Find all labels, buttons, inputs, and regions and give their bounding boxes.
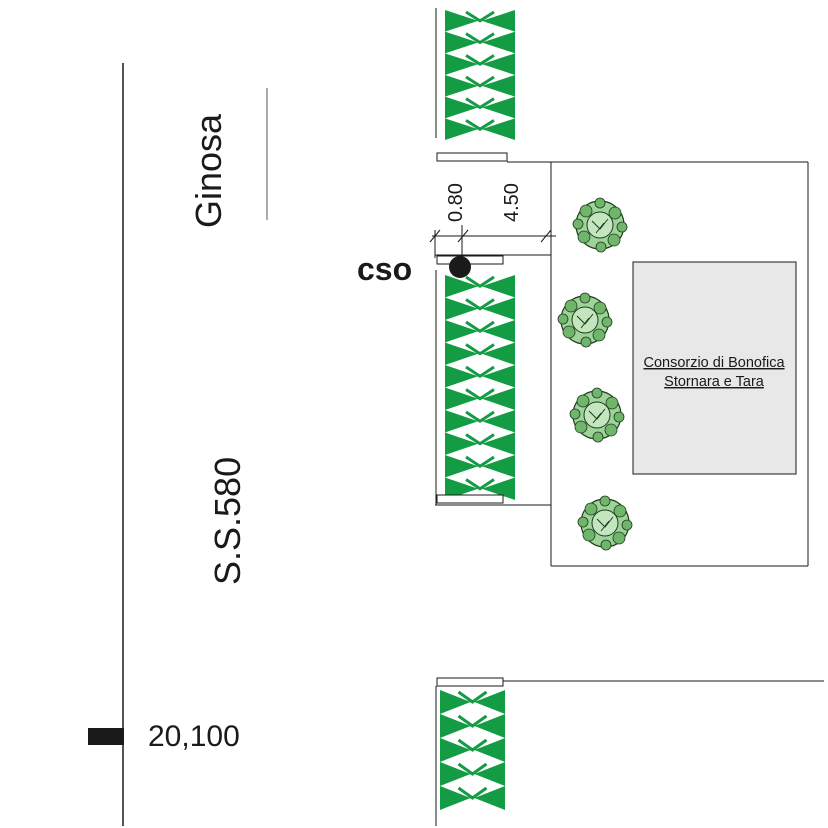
hedge-leaf	[482, 31, 515, 54]
hedge-middle	[435, 270, 515, 505]
hedge-leaf	[445, 365, 478, 388]
cso-label: cso	[357, 251, 412, 287]
hedge-leaf	[482, 455, 515, 478]
dimension-lines	[429, 225, 556, 258]
hedge-leaf	[482, 410, 515, 433]
dimension-label-0-80: 0.80	[445, 183, 467, 222]
hedge-leaf	[465, 10, 495, 23]
hedge-leaf	[445, 31, 478, 54]
hedge-leaf	[440, 762, 471, 786]
hedge-leaf	[482, 432, 515, 455]
hedge-leaf	[465, 343, 495, 356]
hedge-zigzag-icon	[445, 10, 515, 140]
hedge-leaf	[465, 298, 495, 311]
hedge-leaf	[465, 75, 495, 88]
hedge-leaf	[440, 738, 471, 762]
hedge-leaf	[482, 477, 515, 500]
hedge-leaf	[457, 738, 488, 752]
hedge-zigzag-icon	[445, 275, 515, 500]
hedge-leaf	[482, 10, 515, 32]
road-direction-label: Ginosa	[188, 113, 229, 228]
consorzio-building	[632, 261, 797, 475]
hedge-leaf	[482, 53, 515, 75]
building-label-line2: Stornara e Tara	[664, 374, 765, 390]
hedge-leaf	[445, 387, 478, 410]
hedge-leaf	[440, 690, 471, 714]
hedge-leaf	[465, 455, 495, 469]
hedge-leaf	[465, 478, 495, 491]
hedge-leaf	[457, 762, 488, 776]
building-label-line1: Consorzio di Bonofica	[643, 355, 785, 371]
hedge-leaf	[440, 786, 471, 810]
hedge-leaf	[445, 75, 478, 97]
hedge-zigzag-icon	[440, 690, 505, 810]
hedge-leaf	[482, 275, 515, 298]
hedge-leaf	[445, 410, 478, 433]
hedge-leaf	[482, 387, 515, 410]
km-marker-icon	[88, 728, 124, 745]
hedge-leaf	[445, 477, 478, 500]
hedge-leaf	[474, 714, 505, 738]
hedge-leaf	[445, 455, 478, 478]
hedge-leaf	[445, 320, 478, 343]
hedge-leaf	[474, 738, 505, 762]
property-boundary	[435, 161, 809, 567]
hedge-leaf	[445, 297, 478, 320]
hedge-leaf	[465, 97, 495, 110]
hedge-top	[435, 8, 515, 162]
km-marker-label: 20,100	[148, 720, 240, 753]
hedge-leaf	[445, 118, 478, 140]
tree-icon	[557, 292, 613, 348]
road-name-label: S.S.580	[207, 457, 248, 585]
hedge-leaf	[465, 54, 495, 66]
hedge-leaf	[465, 320, 495, 334]
hedge-leaf	[445, 342, 478, 365]
hedge-leaf	[482, 342, 515, 365]
hedge-leaf	[465, 119, 495, 131]
cso-point-marker	[449, 256, 471, 278]
tree-icon	[569, 387, 625, 443]
hedge-leaf	[482, 96, 515, 119]
hedge-leaf	[445, 10, 478, 32]
hedge-leaf	[457, 690, 488, 704]
hedge-leaf	[474, 690, 505, 714]
dimension-label-4-50: 4.50	[501, 183, 523, 222]
hedge-leaf	[445, 53, 478, 75]
hedge-bottom	[435, 677, 824, 826]
hedge-leaf	[465, 433, 495, 446]
hedge-leaf	[474, 786, 505, 810]
hedge-leaf	[482, 297, 515, 320]
hedge-leaf	[445, 275, 478, 298]
hedge-leaf	[465, 275, 495, 289]
hedge-leaf	[440, 714, 471, 738]
hedge-leaf	[482, 118, 515, 140]
hedge-leaf	[445, 432, 478, 455]
hedge-leaf	[482, 75, 515, 97]
hedge-leaf	[465, 410, 495, 424]
hedge-leaf	[465, 365, 495, 379]
hedge-leaf	[445, 96, 478, 119]
tree-icon	[577, 495, 633, 551]
hedge-leaf	[474, 762, 505, 786]
hedge-leaf	[482, 365, 515, 388]
hedge-leaf	[482, 320, 515, 343]
hedge-leaf	[465, 388, 495, 401]
hedge-leaf	[457, 786, 488, 800]
hedge-leaf	[465, 32, 495, 45]
hedge-leaf	[457, 714, 488, 728]
tree-icon	[572, 197, 628, 253]
